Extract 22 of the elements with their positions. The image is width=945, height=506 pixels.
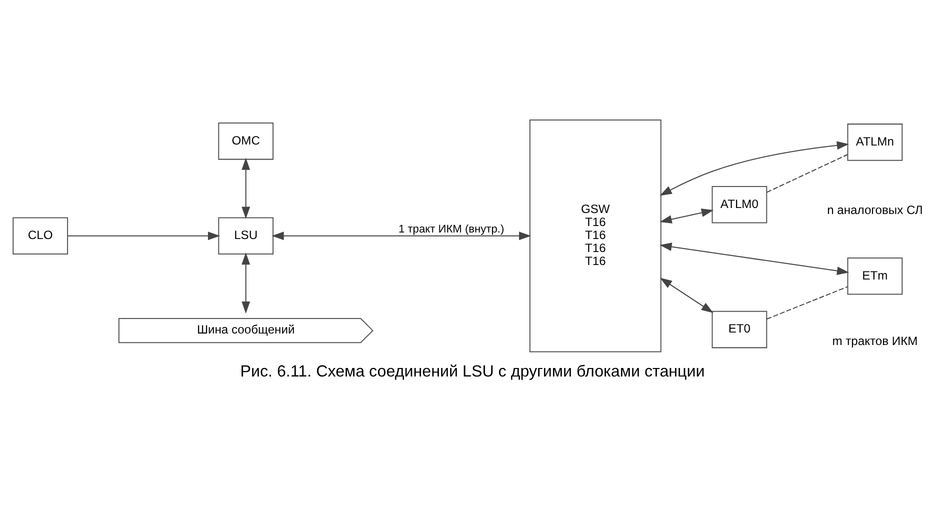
connector <box>766 154 848 193</box>
label: n аналоговых СЛ <box>827 202 923 217</box>
arrow <box>660 141 849 196</box>
arrow <box>272 232 532 240</box>
arrow <box>242 252 250 314</box>
node-box: ETm <box>847 258 903 295</box>
node-box: LSU <box>218 217 274 254</box>
arrow <box>660 242 850 276</box>
arrow <box>68 232 220 240</box>
node-box: OMC <box>218 122 274 160</box>
label: m трактов ИКМ <box>832 334 918 348</box>
edge-label: 1 тракт ИКМ (внутр.) <box>398 224 504 236</box>
node-box: ATLM0 <box>712 186 768 224</box>
arrow <box>660 278 714 314</box>
node-box: GSW T16 T16 T16 T16 <box>529 120 662 352</box>
node-box: ATLMn <box>847 124 903 161</box>
connector <box>766 286 848 320</box>
arrow <box>242 158 250 219</box>
node-box: ET0 <box>712 310 768 348</box>
arrow <box>660 208 714 224</box>
node-box: CLO <box>12 217 68 254</box>
caption: Рис. 6.11. Схема соединений LSU с другими блоками станции <box>240 362 705 381</box>
